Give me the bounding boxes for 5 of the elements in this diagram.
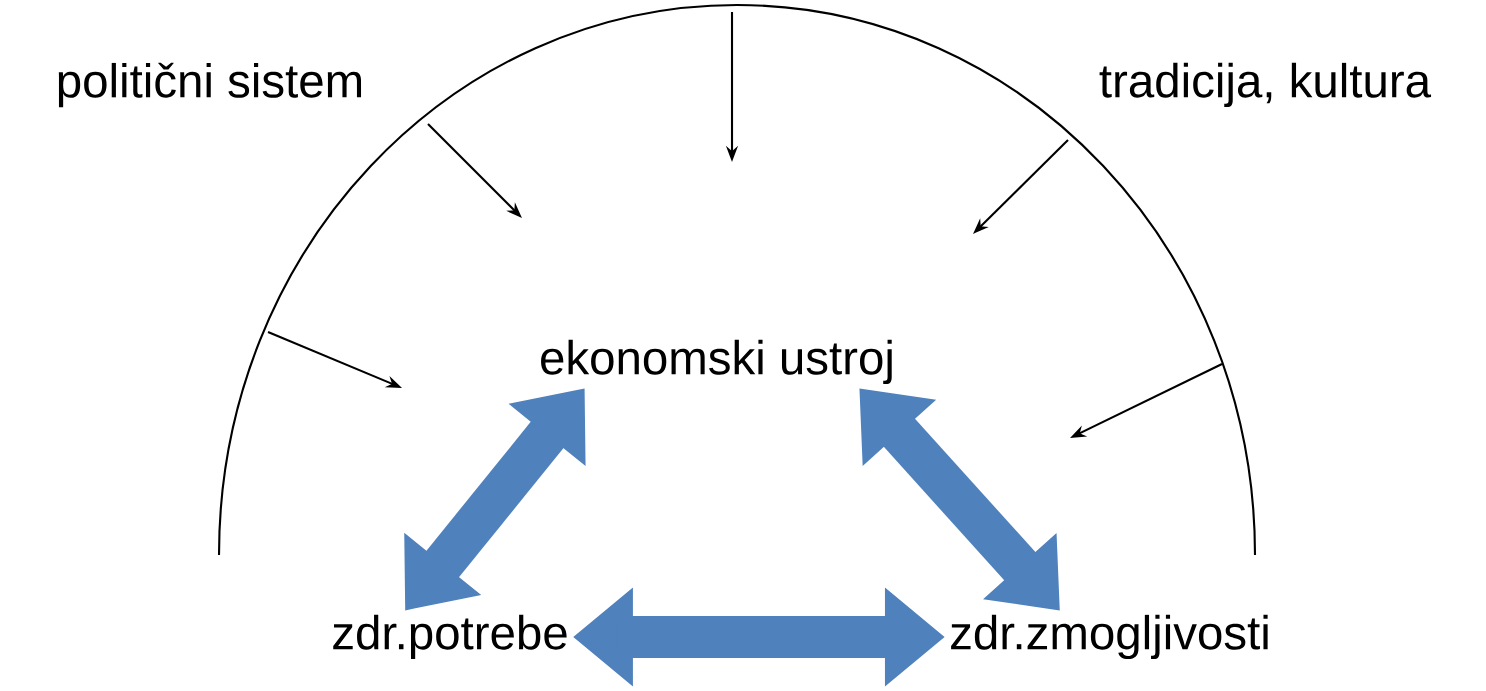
text-label: ekonomski ustroj (541, 339, 892, 385)
text-label: politični sistem (58, 62, 361, 108)
text-label: tradicija, kultura (1099, 62, 1432, 108)
text-label: zdr.zmogljivosti (951, 614, 1268, 660)
text-label: zdr.potrebe (333, 614, 567, 660)
